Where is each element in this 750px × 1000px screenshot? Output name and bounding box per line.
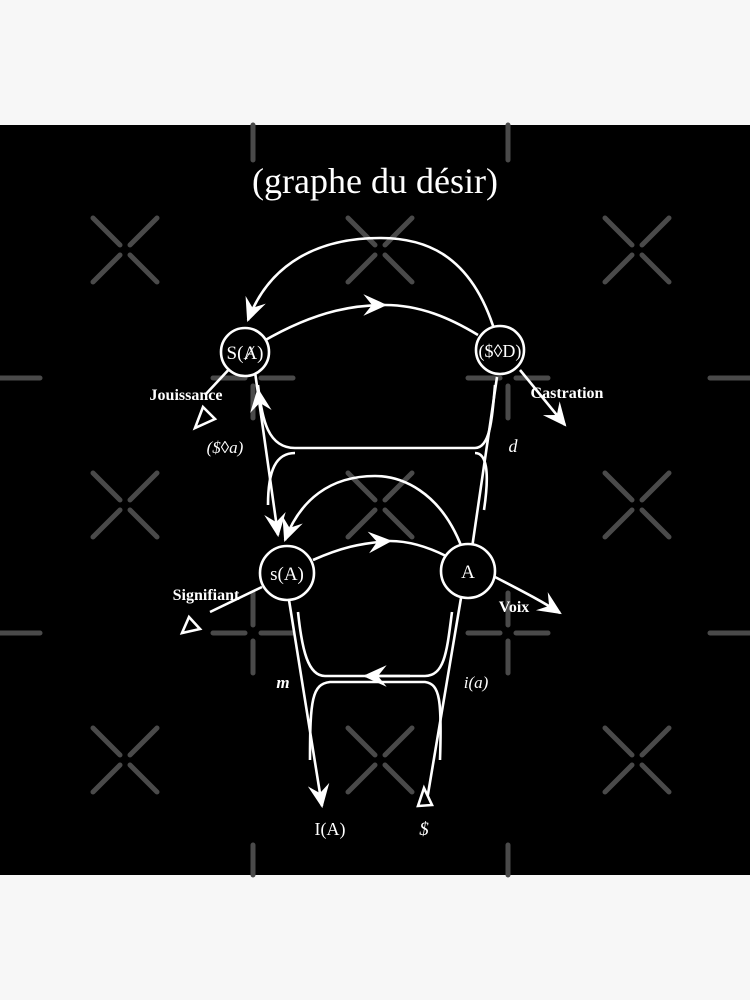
label-drive: ($◊a) [207, 438, 244, 457]
node-label-lower-left: s(A) [270, 564, 304, 585]
label-image: i(a) [464, 673, 489, 692]
label-ego: m [276, 673, 289, 692]
label-jouissance: Jouissance [150, 387, 223, 404]
label-voix: Voix [499, 599, 530, 616]
edge-labels: Jouissance Castration ($◊a) d Signifiant… [150, 385, 604, 840]
label-barred-subject: $ [419, 819, 429, 840]
watermark-pattern [0, 122, 750, 878]
node-upper-right [474, 324, 526, 376]
diagram-title: (graphe du désir) [252, 161, 498, 201]
label-ego-ideal: I(A) [315, 819, 346, 840]
node-upper-left [219, 326, 271, 378]
upper-outer-arc [245, 236, 497, 333]
node-label-upper-right: ($◊D) [479, 341, 522, 362]
start-triangle-icons [179, 404, 434, 808]
node-label-lower-right: A [461, 562, 475, 583]
node-labels: S(Ⱥ) ($◊D) s(A) A [227, 341, 522, 585]
node-lower-right [439, 542, 497, 600]
graph-lines [204, 236, 567, 809]
node-label-upper-left: S(Ⱥ) [227, 343, 264, 364]
lower-outer-arc [282, 474, 464, 549]
label-signifiant: Signifiant [173, 587, 240, 604]
label-desire: d [509, 436, 519, 456]
label-castration: Castration [531, 385, 604, 402]
watermark-plus-icon [0, 122, 750, 878]
node-lower-left [258, 544, 316, 602]
watermark-x-icon [90, 215, 672, 795]
